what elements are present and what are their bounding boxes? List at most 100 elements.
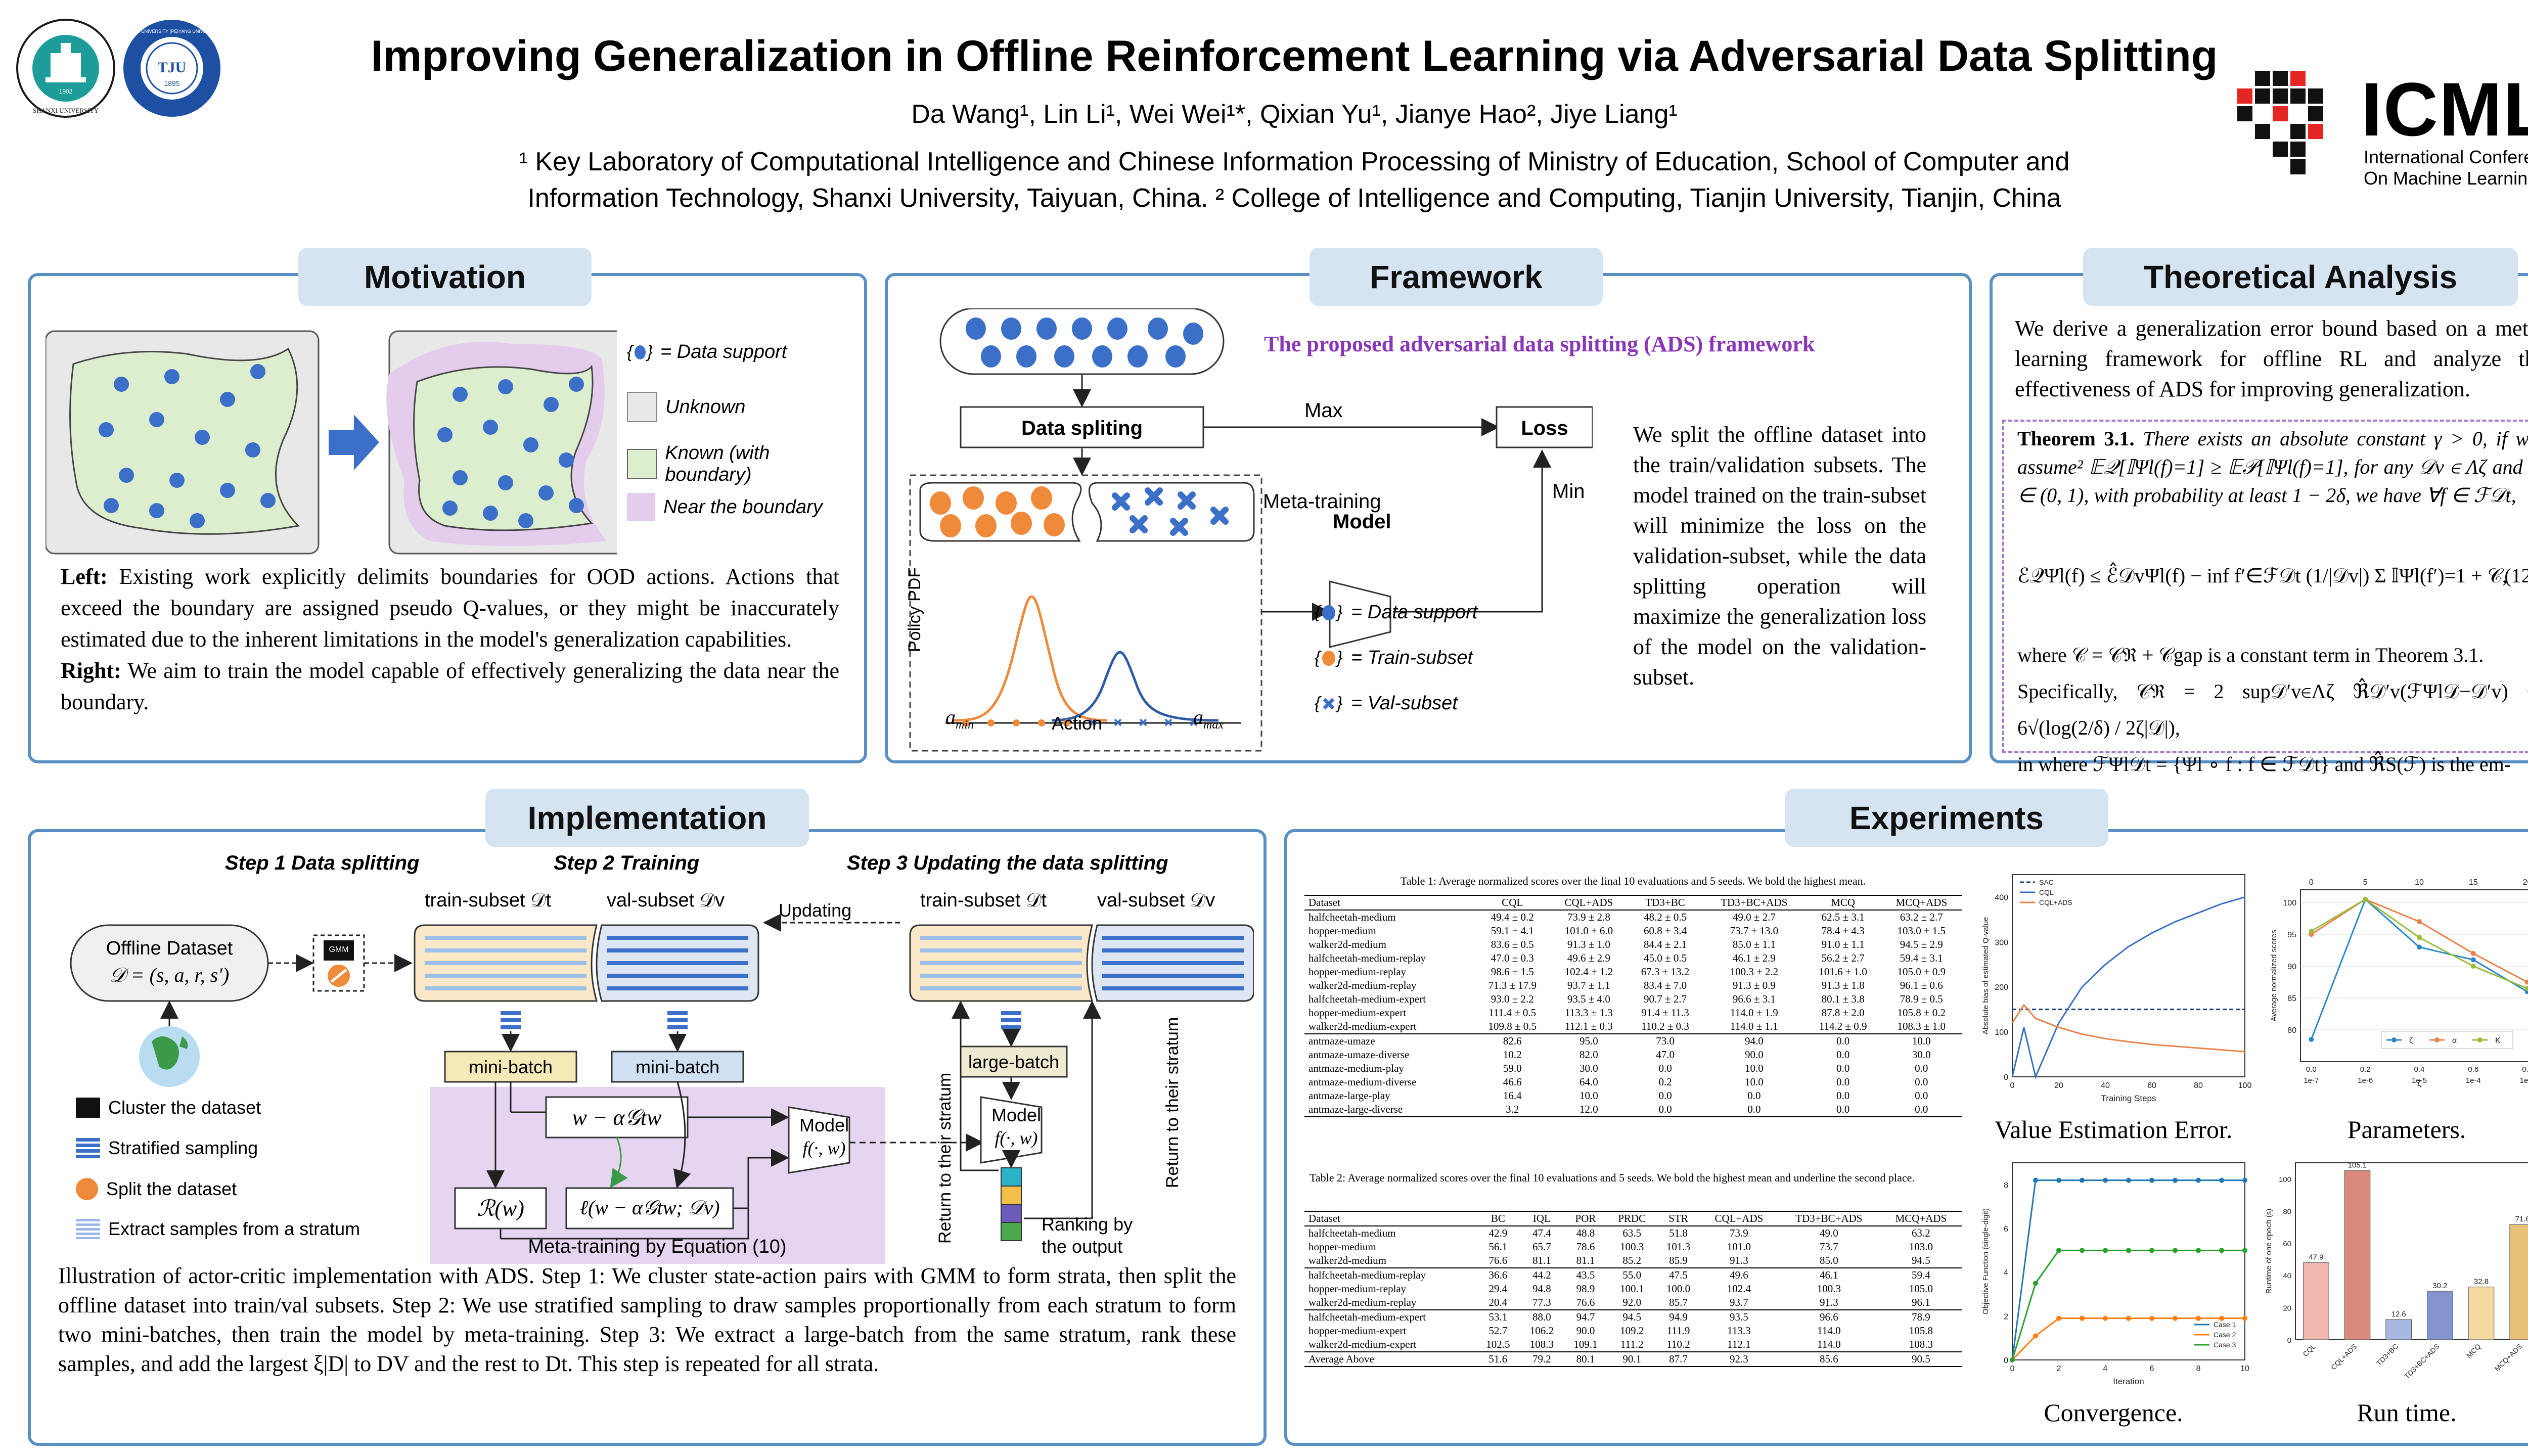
- plot-frame: [2012, 874, 2245, 1077]
- series-point: [2196, 1248, 2201, 1253]
- legend-data-support: {} = Data support: [627, 341, 787, 363]
- table-cell: 111.4 ± 0.5: [1488, 1007, 1537, 1019]
- table-cell: 79.2: [1520, 1351, 1564, 1367]
- table-cell: 88.0: [1520, 1309, 1564, 1324]
- table-cell: 90.7 ± 2.7: [1644, 993, 1687, 1005]
- x-tick-label: 100: [2238, 1081, 2252, 1090]
- model-label-2: Model: [799, 1115, 849, 1135]
- series-point: [2196, 1315, 2201, 1321]
- table-cell: 10.0: [1744, 1062, 1764, 1074]
- alpha-tick-label: 1e-7: [2304, 1076, 2319, 1085]
- bar: [2468, 1287, 2495, 1340]
- svg-text:{: {: [627, 342, 634, 361]
- table-cell: 47.0 ± 0.3: [1491, 952, 1534, 964]
- motivation-text: Left: Existing work explicitly delimits …: [61, 561, 839, 718]
- table-cell: antmaze-large-diverse: [1308, 1103, 1403, 1115]
- table-cell: 82.6: [1474, 1033, 1551, 1048]
- after-1: where 𝒞 = 𝒞ℜ + 𝒞gap is a constant term i…: [2017, 644, 2484, 666]
- table-cell: 108.3: [1909, 1338, 1933, 1350]
- table-header-cell: CQL: [1474, 895, 1551, 911]
- series-point: [2309, 1036, 2314, 1042]
- legend-box: [2381, 1031, 2513, 1049]
- a-min-label: amin: [945, 706, 974, 732]
- top-tick-label: 10: [2415, 878, 2424, 887]
- bar-value-label: 71.6: [2515, 1215, 2528, 1223]
- train-subset-label-3: train-subset 𝒟t: [920, 890, 1047, 911]
- table-cell: 81.1: [1576, 1254, 1595, 1266]
- table-cell: 114.2 ± 0.9: [1819, 1020, 1867, 1032]
- policy-pdf-label: Policy PDF: [905, 567, 924, 652]
- after-3: in where ℱΨl𝒟t = {Ψl ∘ f : f ∈ ℱ𝒟t} and …: [2017, 753, 2511, 776]
- x-tick-label: 2: [2057, 1364, 2061, 1373]
- table-cell: 52.7: [1488, 1325, 1508, 1337]
- table-cell: 16.4: [1503, 1089, 1522, 1102]
- y-tick-label: 20: [2283, 1304, 2291, 1312]
- y-tick-label: 300: [1995, 938, 2008, 947]
- table-cell: 96.1: [1912, 1296, 1930, 1308]
- y-tick-label: 80: [2287, 1026, 2296, 1035]
- series-point: [2149, 1248, 2154, 1253]
- table-cell: 90.1: [1607, 1351, 1657, 1367]
- bar-value-label: 47.9: [2309, 1253, 2323, 1262]
- table-cell: 91.4 ± 11.3: [1641, 1007, 1689, 1019]
- icml-sub-1: International Conference: [2364, 147, 2528, 167]
- table-cell: 0.0: [1915, 1076, 1928, 1088]
- gmm-label: GMM: [329, 945, 349, 954]
- table-cell: antmaze-medium-diverse: [1308, 1076, 1417, 1088]
- table-cell: 93.5 ± 4.0: [1567, 993, 1610, 1005]
- table-cell: 49.0 ± 2.7: [1732, 911, 1776, 923]
- svg-text:}: }: [1335, 694, 1342, 713]
- table-cell: halfcheetah-medium: [1308, 911, 1396, 923]
- alpha-tick-label: 1e-4: [2466, 1076, 2481, 1085]
- series-point: [2080, 1177, 2085, 1183]
- table-cell: halfcheetah-medium-expert: [1304, 1309, 1476, 1324]
- table-cell: 67.3 ± 13.2: [1641, 966, 1690, 978]
- series-line-2: [2011, 1004, 2245, 1053]
- ranking-label: Ranking by the output: [1042, 1214, 1133, 1257]
- series-point: [2173, 1177, 2178, 1183]
- legend-stratified: Stratified sampling: [76, 1138, 258, 1159]
- table-cell: 94.5: [1912, 1254, 1930, 1266]
- table-cell: 76.6: [1576, 1296, 1595, 1308]
- y-tick-label: 100: [1995, 1028, 2008, 1037]
- svg-text:}: }: [646, 342, 652, 361]
- table-cell: 56.1: [1488, 1241, 1508, 1253]
- table-cell: 85.2: [1622, 1254, 1642, 1266]
- x-tick-label: TD3+BC+ADS: [2403, 1342, 2441, 1381]
- table-cell: 98.9: [1576, 1283, 1595, 1295]
- table-cell: 78.9: [1880, 1309, 1962, 1324]
- table1-caption: Table 1: Average normalized scores over …: [1400, 875, 1866, 887]
- table-cell: 84.4 ± 2.1: [1644, 938, 1687, 950]
- framework-title: Framework: [1310, 248, 1603, 306]
- y-tick-label: 80: [2283, 1207, 2291, 1216]
- logo2-text: TIANJIN UNIVERSITY (PEIYANG UNIVERSITY): [123, 29, 221, 34]
- table-cell: 45.0 ± 0.5: [1644, 952, 1687, 964]
- table-cell: 94.5: [1607, 1309, 1657, 1324]
- bar: [2509, 1224, 2528, 1340]
- series-point: [2219, 1248, 2224, 1253]
- table-cell: 0.0: [1836, 1089, 1850, 1102]
- icml-logo: ICML International Conference On Machine…: [2225, 61, 2528, 192]
- offline-dataset-label: Offline Dataset: [106, 938, 233, 959]
- table-cell: 101.0 ± 6.0: [1564, 925, 1613, 937]
- return-stratum-right: Return to their stratum: [1163, 1017, 1182, 1188]
- table-cell: 111.2: [1620, 1338, 1644, 1350]
- legend-label: CQL: [2039, 888, 2054, 896]
- series-point: [2524, 986, 2528, 991]
- legend-known-label: Known (with boundary): [665, 442, 770, 485]
- series-point: [2149, 1315, 2154, 1321]
- legend-marker: [2477, 1037, 2482, 1042]
- series-point: [2056, 1177, 2061, 1183]
- val-subset-label-3: val-subset 𝒟v: [1097, 890, 1215, 911]
- logo1-text: SHANXI UNIVERSITY: [33, 107, 99, 114]
- mini-batch-train: mini-batch: [468, 1057, 553, 1077]
- fw-legend-val: {} = Val-subset: [1315, 693, 1458, 714]
- table-cell: 73.9 ± 2.8: [1567, 911, 1610, 923]
- table-cell: halfcheetah-medium: [1308, 1227, 1396, 1239]
- table-cell: 96.6 ± 3.1: [1732, 993, 1776, 1005]
- implementation-diagram: [61, 875, 1255, 1269]
